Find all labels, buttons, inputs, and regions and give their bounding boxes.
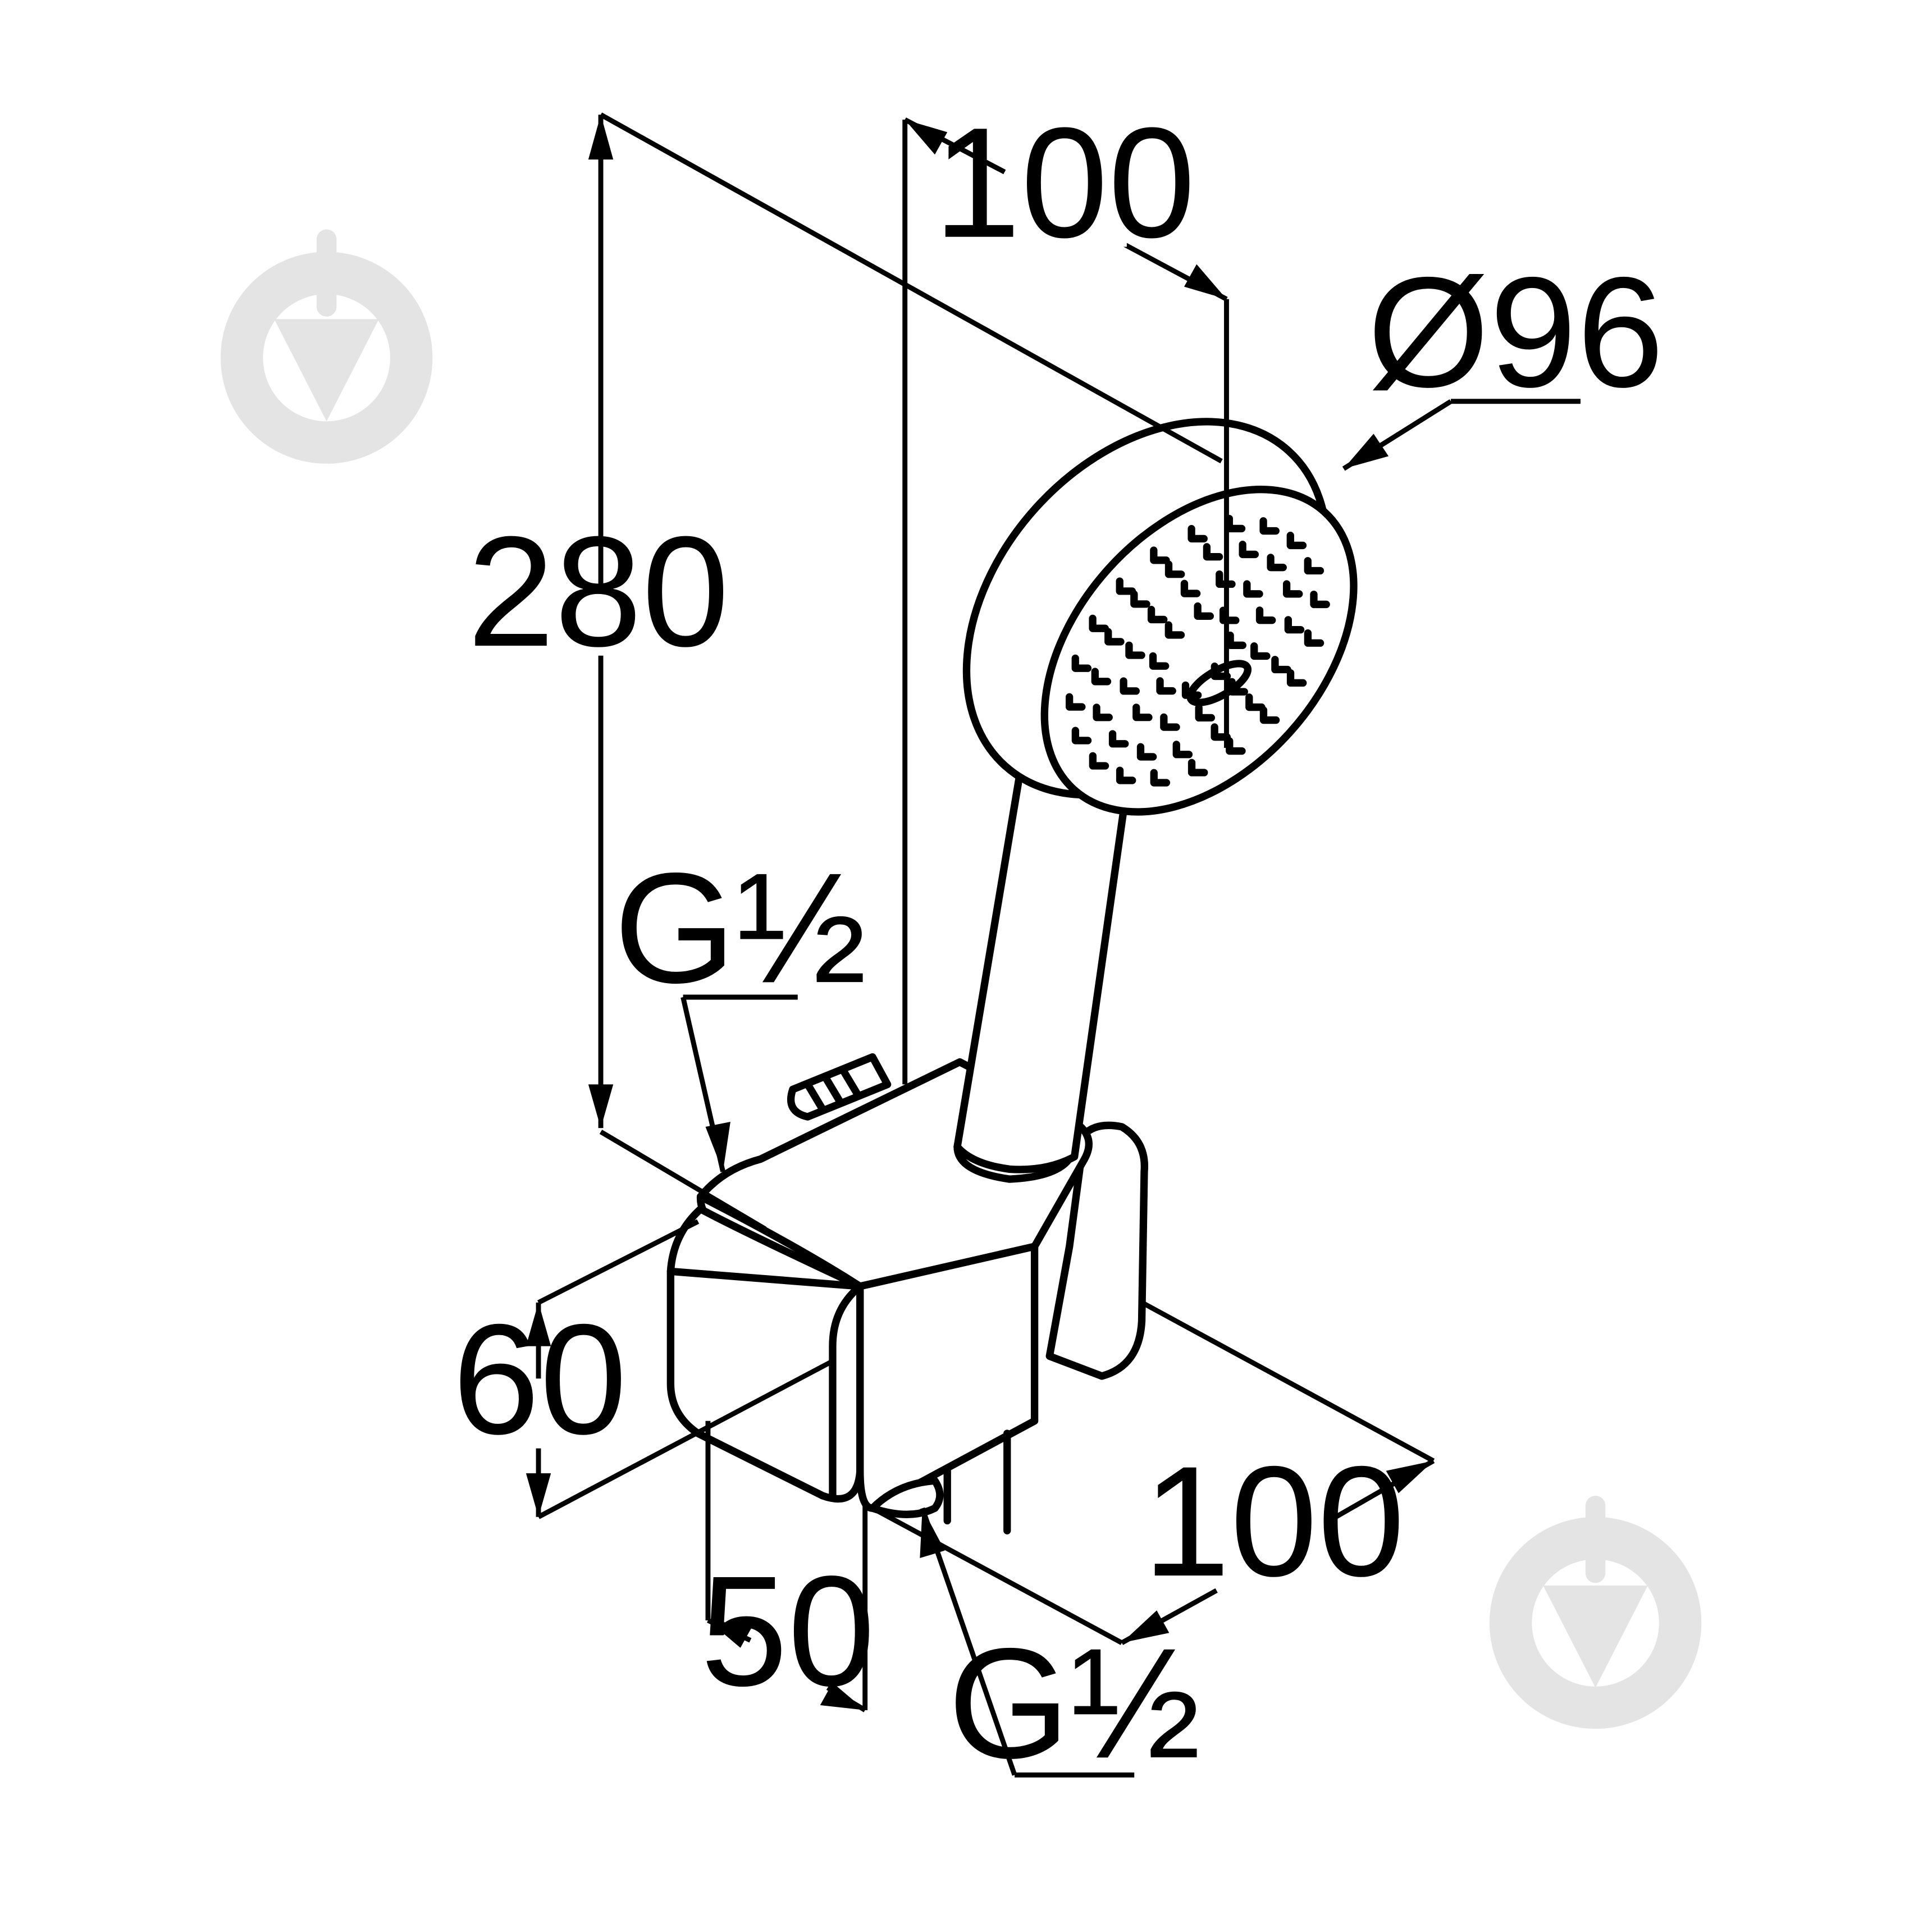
bottom-outlet-thread	[869, 1477, 944, 1518]
nozzle-icon	[1066, 693, 1086, 711]
nozzle-icon	[1259, 706, 1280, 724]
nozzle-icon	[1194, 602, 1214, 620]
nozzle-icon	[1243, 580, 1263, 598]
nozzle-icon	[1239, 541, 1259, 559]
dimension-labels: 280 100 Ø96 G½ 60 50 100 G½	[453, 95, 1664, 1791]
label-thread-bottom: G½	[948, 1616, 1201, 1791]
nozzle-icon	[1108, 730, 1129, 748]
nozzle-icon	[1089, 614, 1109, 632]
nozzle-icon	[1160, 713, 1180, 731]
nozzle-icon	[1071, 727, 1092, 745]
nozzle-icon	[1089, 752, 1109, 770]
nozzle-icon	[1164, 560, 1185, 578]
nozzle-icon	[1245, 693, 1266, 711]
nozzle-icon	[1156, 677, 1176, 695]
nozzle-icon	[1147, 605, 1168, 624]
nozzle-icon	[1132, 704, 1153, 721]
nozzle-icon	[1130, 590, 1150, 608]
nozzle-icon	[1286, 531, 1307, 550]
nozzle-icon	[1071, 654, 1092, 672]
nozzle-icon	[1104, 628, 1125, 646]
nozzle-icon	[1091, 668, 1112, 686]
shower-handle	[953, 756, 1132, 1173]
nozzle-icon	[1211, 663, 1231, 680]
nozzle-icon	[1116, 577, 1136, 595]
nozzle-icon	[1267, 554, 1287, 572]
label-100-bottom: 100	[1143, 1434, 1405, 1609]
nozzle-icon	[1164, 621, 1185, 639]
label-thread-top: G½	[614, 841, 867, 1016]
nozzle-icon	[1172, 741, 1193, 759]
nozzle-icon	[1250, 642, 1271, 660]
dimension-lines	[526, 112, 1581, 1778]
label-100-top: 100	[934, 95, 1196, 271]
nozzle-icon	[1093, 704, 1113, 721]
shower-holder-drawing	[666, 418, 1358, 1534]
nozzle-icon	[1211, 723, 1231, 741]
label-50: 50	[700, 1543, 875, 1719]
nozzle-icon	[1180, 579, 1201, 597]
nozzle-icon	[1125, 641, 1145, 659]
nozzle-icon	[1304, 557, 1324, 575]
nozzle-icon	[1304, 629, 1324, 647]
nozzle-icon	[1181, 681, 1202, 699]
nozzle-icon	[1116, 766, 1136, 784]
nozzle-icon	[1271, 656, 1291, 674]
nozzle-icon	[1310, 590, 1330, 609]
nozzle-icon	[1284, 616, 1305, 634]
label-60: 60	[453, 1292, 627, 1467]
nozzle-icon	[1226, 737, 1246, 755]
nozzle-icon	[1226, 631, 1246, 649]
nozzle-icon	[1149, 652, 1170, 670]
nozzle-icon	[1282, 580, 1303, 598]
wall-plate	[1045, 1121, 1149, 1380]
shower-nozzles	[1066, 514, 1330, 787]
label-diameter-96: Ø96	[1367, 245, 1664, 420]
nozzle-icon	[1195, 704, 1216, 722]
nozzle-icon	[1150, 769, 1171, 787]
nozzle-icon	[1187, 759, 1208, 777]
watermark-logo-icon	[1489, 1496, 1702, 1729]
nozzle-icon	[1187, 525, 1208, 543]
label-280: 280	[467, 504, 729, 679]
nozzle-icon	[1219, 606, 1240, 624]
nozzle-icon	[1286, 669, 1307, 687]
nozzle-icon	[1225, 514, 1246, 533]
nozzle-icon	[1255, 606, 1276, 624]
nozzle-icon	[1203, 543, 1223, 561]
nozzle-icon	[1228, 678, 1248, 696]
nozzle-icon	[1259, 517, 1280, 535]
nozzle-icon	[1120, 677, 1140, 695]
nozzle-icon	[1136, 743, 1157, 761]
watermark-logo-icon	[220, 229, 433, 464]
nozzle-icon	[1150, 546, 1170, 564]
